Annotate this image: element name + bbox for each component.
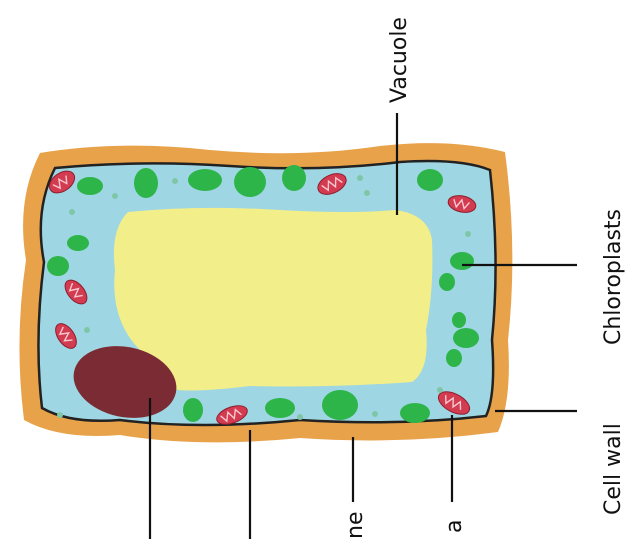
chloroplast: [446, 349, 462, 367]
chloroplast: [417, 169, 443, 191]
chloroplast: [134, 168, 158, 198]
label-mitochondria-partial: a: [442, 520, 467, 533]
chloroplast: [67, 235, 89, 251]
chloroplast: [77, 177, 103, 195]
chloroplast: [439, 273, 455, 291]
chloroplast: [450, 252, 474, 270]
chloroplast: [453, 328, 479, 348]
label-membrane-partial: ne: [343, 512, 368, 539]
label-chloroplasts: Chloroplasts: [601, 209, 626, 345]
chloroplast: [47, 256, 69, 276]
chloroplast: [400, 403, 430, 423]
chloroplast: [282, 165, 306, 191]
label-vacuole: Vacuole: [387, 17, 412, 103]
chloroplast: [322, 390, 358, 420]
chloroplast: [265, 398, 295, 418]
chloroplast: [234, 167, 266, 197]
chloroplast: [452, 312, 466, 328]
chloroplast: [183, 398, 203, 422]
chloroplast: [188, 169, 222, 191]
label-cell-wall: Cell wall: [601, 423, 626, 515]
